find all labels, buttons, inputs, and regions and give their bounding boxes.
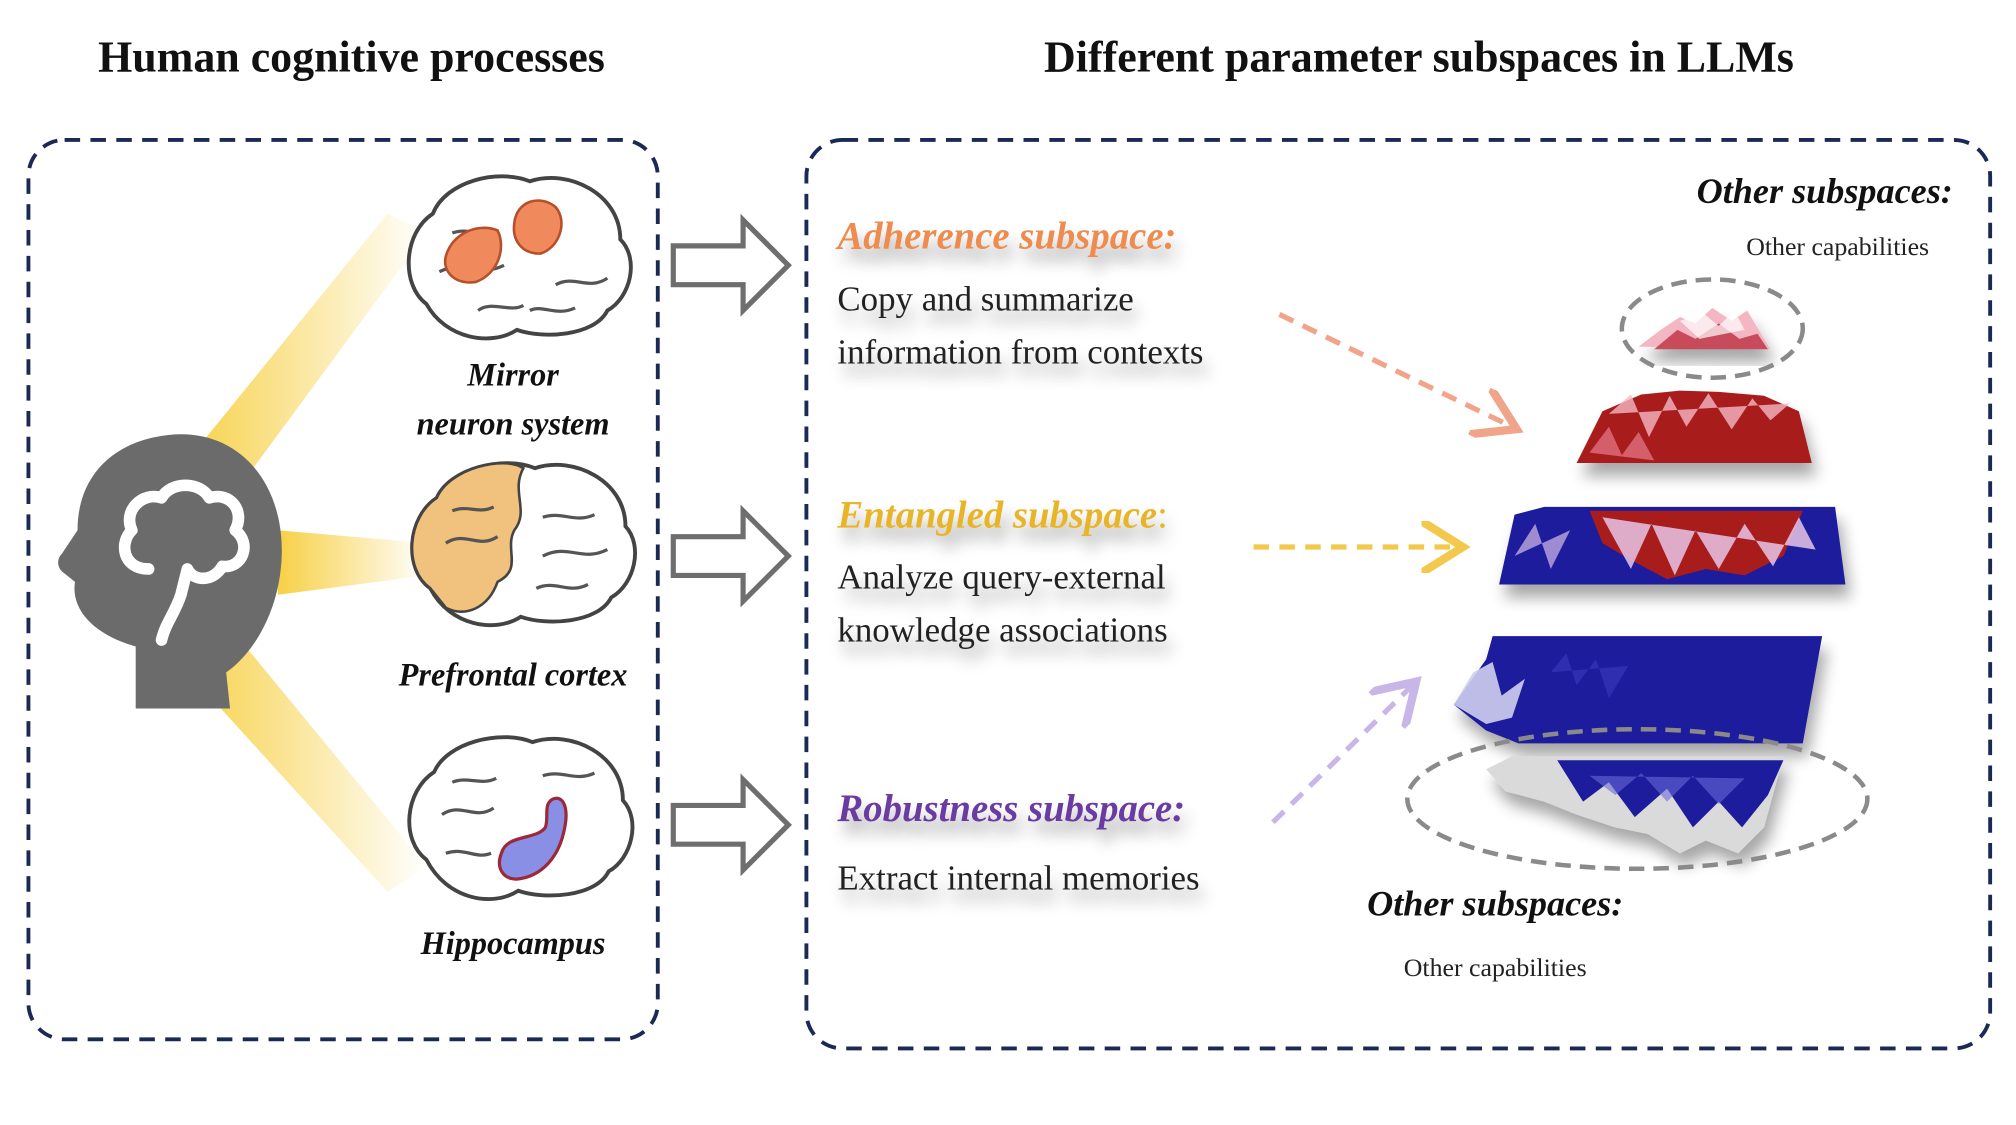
brain-hippocampus-icon [407,735,635,902]
brain-2-label: Prefrontal cortex [398,656,628,692]
head-silhouette-icon [58,434,282,709]
entangled-subspace-title: Entangled subspace: [836,494,1168,537]
other-subspaces-top-caption: Other capabilities [1746,232,1929,261]
hollow-arrow-3-icon [670,773,792,877]
brain-prefrontal-cortex-icon [410,461,637,628]
robustness-pointer-arrow [1271,685,1413,825]
adherence-subspace-title: Adherence subspace: [835,214,1176,257]
light-beams [193,213,427,893]
beam-bottom [193,646,427,893]
beam-middle [277,530,427,595]
right-panel-frame [804,137,1993,1051]
brain-mirror-neuron-icon [406,174,633,341]
entangled-desc-line2: knowledge associations [837,610,1167,649]
left-title: Human cognitive processes [98,32,605,81]
adherence-desc-line2: information from contexts [837,332,1203,371]
brain-1-label-line2: neuron system [417,406,610,442]
beam-top [193,213,427,479]
entangled-layer [1499,506,1846,585]
hollow-arrow-2-icon [670,504,792,608]
top-other-ellipse [1619,277,1806,380]
other-subspaces-bottom-caption: Other capabilities [1404,953,1587,982]
right-title: Different parameter subspaces in LLMs [1044,32,1794,81]
brain-1-label-line1: Mirror [466,356,559,392]
robustness-desc-line1: Extract internal memories [837,858,1199,897]
parameter-subspace-stack [1405,277,1870,872]
other-subspaces-top-title: Other subspaces: [1697,171,1953,211]
robustness-layer [1453,636,1823,744]
adherence-layer [1576,390,1812,463]
robustness-subspace-title: Robustness subspace: [836,787,1185,830]
hollow-arrow-1-icon [670,213,792,317]
brain-3-label: Hippocampus [420,925,606,961]
adherence-pointer-arrow [1278,312,1512,426]
entangled-desc-line1: Analyze query-external [837,557,1165,596]
bottom-other-layer [1486,756,1784,854]
adherence-desc-line1: Copy and summarize [837,280,1133,319]
bottom-other-ellipse [1405,726,1870,872]
top-other-layer [1638,307,1771,350]
other-subspaces-bottom-title: Other subspaces: [1367,883,1623,923]
